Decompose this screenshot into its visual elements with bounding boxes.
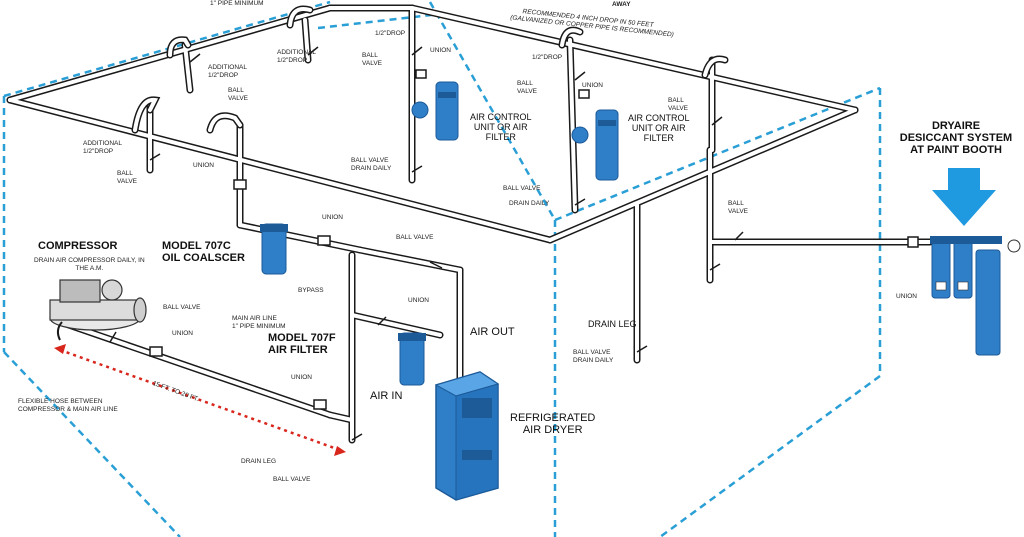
air-in-label: AIR IN <box>370 390 403 402</box>
union-label-7: UNION <box>408 297 429 304</box>
compressor-note: DRAIN AIR COMPRESSOR DAILY, IN THE A.M. <box>34 257 145 272</box>
main-air-line-label: MAIN AIR LINE 1" PIPE MINIMUM <box>232 315 286 330</box>
bypass-label: BYPASS <box>298 287 324 294</box>
distance-arrow <box>59 348 341 452</box>
union-fitting-icon <box>317 235 331 246</box>
pipe-network <box>6 4 934 444</box>
gooseneck-drops <box>131 5 729 134</box>
arrow-down-icon <box>932 168 996 226</box>
ball-valve-label-7: BALL VALVE <box>503 185 541 192</box>
model-707c-label: MODEL 707C OIL COALSCER <box>162 240 245 264</box>
distance-arrow-head-right <box>334 446 346 456</box>
air-out-label: AIR OUT <box>470 326 515 338</box>
ball-valve-icon <box>377 316 387 326</box>
air-control-unit-1 <box>411 81 459 141</box>
room-outline <box>2 0 882 537</box>
union-fitting-icon <box>313 399 327 410</box>
ball-valve-label-2: BALL VALVE <box>228 87 248 102</box>
union-fitting-icon <box>233 179 247 190</box>
ball-valve-icons <box>109 46 744 441</box>
pipe-minimum-top-label: 1" PIPE MINIMUM <box>210 0 264 7</box>
drain-leg-label-2: DRAIN LEG <box>588 319 637 329</box>
flexible-hose <box>56 321 63 341</box>
desiccant-system <box>930 236 1021 356</box>
air-filter-707f <box>398 332 426 386</box>
ball-valve-drain-daily-1: BALL VALVE DRAIN DAILY <box>351 157 392 172</box>
air-control-unit-2 <box>571 109 619 181</box>
ball-valve-label-6: BALL VALVE <box>728 200 748 215</box>
half-drop-1-label: 1/2"DROP <box>375 30 406 37</box>
ball-valve-label-9: BALL VALVE <box>163 304 201 311</box>
union-fitting-icon <box>149 346 163 357</box>
air-control-1-label: AIR CONTROL UNIT OR AIR FILTER <box>470 112 532 142</box>
compressor-label: COMPRESSOR <box>38 240 118 252</box>
ball-valve-icon <box>734 231 744 241</box>
ball-valve-icon <box>189 53 201 63</box>
ball-valve-label-4: BALL VALVE <box>517 80 537 95</box>
drain-daily-label: DRAIN DAILY <box>509 200 550 207</box>
dryaire-label: DRYAIRE DESICCANT SYSTEM AT PAINT BOOTH <box>899 120 1013 156</box>
ball-valve-icon <box>709 263 721 271</box>
ball-valve-label-5: BALL VALVE <box>668 97 688 112</box>
union-fitting-icon <box>415 69 427 79</box>
union-label-4: UNION <box>322 214 343 221</box>
ball-valve-icon <box>149 153 161 161</box>
union-fitting-icon <box>907 236 919 248</box>
union-label-5: UNION <box>172 330 193 337</box>
union-label-6: UNION <box>291 374 312 381</box>
ball-valve-icon <box>574 71 586 81</box>
ball-valve-icon <box>307 46 319 56</box>
ball-valve-icon <box>109 331 117 343</box>
ball-valve-icon <box>636 345 648 353</box>
ball-valve-icon <box>411 46 423 56</box>
ball-valve-icon <box>574 198 586 206</box>
union-label-1: UNION <box>430 47 451 54</box>
additional-drop-2-label: ADDITIONAL 1/2"DROP <box>277 49 317 64</box>
union-label-3: UNION <box>193 162 214 169</box>
ball-valve-icon <box>411 165 423 173</box>
union-label-8: UNION <box>896 293 917 300</box>
distance-arrow-head-left <box>54 344 66 354</box>
model-707f-label: MODEL 707F AIR FILTER <box>268 332 336 356</box>
air-control-2-label: AIR CONTROL UNIT OR AIR FILTER <box>628 113 690 143</box>
refrigerated-label: REFRIGERATED AIR DRYER <box>510 412 596 436</box>
ball-valve-label-3: BALL VALVE <box>117 170 137 185</box>
ball-valve-icon <box>429 261 443 269</box>
additional-drop-1-label: ADDITIONAL 1/2"DROP <box>208 64 248 79</box>
drain-leg-label-1: DRAIN LEG <box>241 458 277 465</box>
half-drop-2-label: 1/2"DROP <box>532 54 563 61</box>
ball-valve-drain-daily-2: BALL VALVE DRAIN DAILY <box>573 349 614 364</box>
ball-valve-label-1: BALL VALVE <box>362 52 382 67</box>
air-compressor-icon <box>49 279 147 331</box>
ball-valve-icon <box>711 116 723 126</box>
union-fitting-icons <box>149 69 919 410</box>
oil-coalescer-filter <box>260 223 288 275</box>
away-label: AWAY <box>612 1 631 8</box>
ball-valve-icon <box>351 433 363 441</box>
ball-valve-label-10: BALL VALVE <box>273 476 311 483</box>
ball-valve-label-8: BALL VALVE <box>396 234 434 241</box>
union-label-2: UNION <box>582 82 603 89</box>
refrigerated-dryer-icon <box>434 371 500 501</box>
union-fitting-icon <box>578 89 590 99</box>
flexible-hose-label: FLEXIBLE HOSE BETWEEN COMPRESSOR & MAIN … <box>18 398 118 413</box>
additional-drop-3-label: ADDITIONAL 1/2"DROP <box>83 140 123 155</box>
